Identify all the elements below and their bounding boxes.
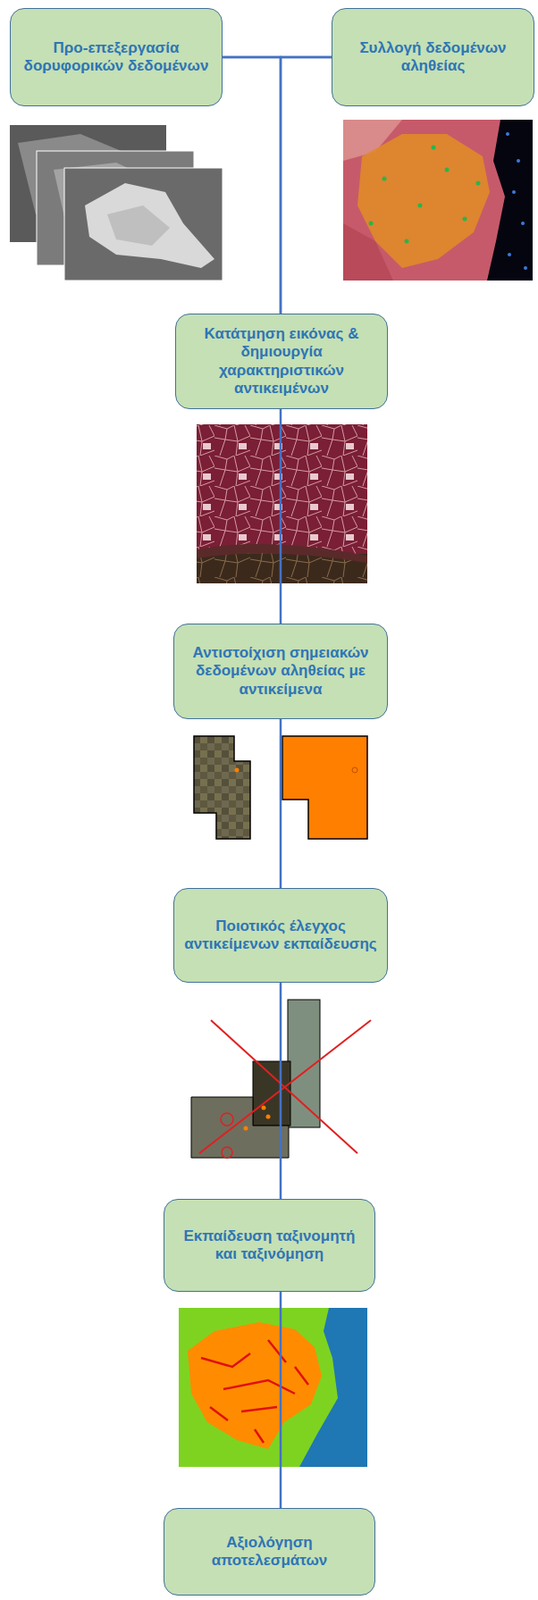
truth-point	[235, 768, 240, 774]
truth-point	[243, 1126, 249, 1132]
ground-truth-image	[343, 119, 533, 281]
box-label: Αντιστοίχιση σημειακών δεδομένων αληθεία…	[183, 644, 379, 699]
object-pixels	[193, 736, 251, 840]
process-box: Εκπαίδευση ταξινομητή και ταξινόμηση	[163, 1199, 376, 1293]
truth-point	[261, 1106, 267, 1111]
reject-cross	[199, 1020, 371, 1154]
connector-line	[280, 57, 332, 314]
false-color-image	[343, 119, 533, 281]
truth-point	[352, 767, 358, 774]
sea-area	[487, 119, 533, 281]
connector-line	[279, 409, 283, 624]
map-ground	[178, 1308, 368, 1468]
green-points	[369, 145, 481, 244]
box-label: Εκπαίδευση ταξινομητή και ταξινόμηση	[173, 1227, 366, 1265]
class-area	[187, 1322, 322, 1450]
segmented-area	[196, 424, 368, 555]
classification-map	[178, 1308, 368, 1468]
box-label: Κατάτμηση εικόνας & δημιουργία χαρακτηρι…	[184, 325, 379, 399]
land-shape	[84, 183, 215, 269]
points-cluster	[357, 134, 490, 269]
satellite-stack	[9, 125, 223, 281]
object-part	[252, 1061, 291, 1127]
truth-point	[266, 1115, 271, 1120]
class-lines	[201, 1340, 309, 1444]
process-box: Κατάτμηση εικόνας & δημιουργία χαρακτηρι…	[175, 313, 388, 410]
process-box: Προ-επεξεργασία δορυφορικών δεδομένων	[9, 8, 223, 107]
land-detail	[107, 205, 170, 246]
box-label: Ποιοτικός έλεγχος αντικείμενων εκπαίδευσ…	[183, 917, 379, 955]
error-circle	[220, 1113, 234, 1127]
process-box: Συλλογή δεδομένων αληθείας	[331, 8, 535, 107]
process-box: Ποιοτικός έλεγχος αντικείμενων εκπαίδευσ…	[173, 888, 388, 984]
process-box: Αντιστοίχιση σημειακών δεδομένων αληθεία…	[173, 623, 388, 720]
process-box: Αξιολόγηση αποτελεσμάτων	[163, 1508, 376, 1597]
band-image	[64, 168, 223, 281]
reject-cross	[210, 1020, 358, 1154]
connector-line	[222, 57, 281, 314]
blue-points	[505, 132, 528, 270]
connector-line	[279, 983, 283, 1200]
connector-line	[279, 719, 283, 889]
connector-line	[279, 1292, 283, 1509]
labelled-object	[282, 736, 368, 840]
box-label: Συλλογή δεδομένων αληθείας	[341, 39, 525, 76]
error-circle	[221, 1147, 233, 1159]
box-label: Προ-επεξεργασία δορυφορικών δεδομένων	[19, 39, 213, 76]
coast-band	[196, 544, 368, 564]
box-label: Αξιολόγηση αποτελεσμάτων	[173, 1534, 366, 1572]
segmentation-image	[196, 424, 368, 584]
